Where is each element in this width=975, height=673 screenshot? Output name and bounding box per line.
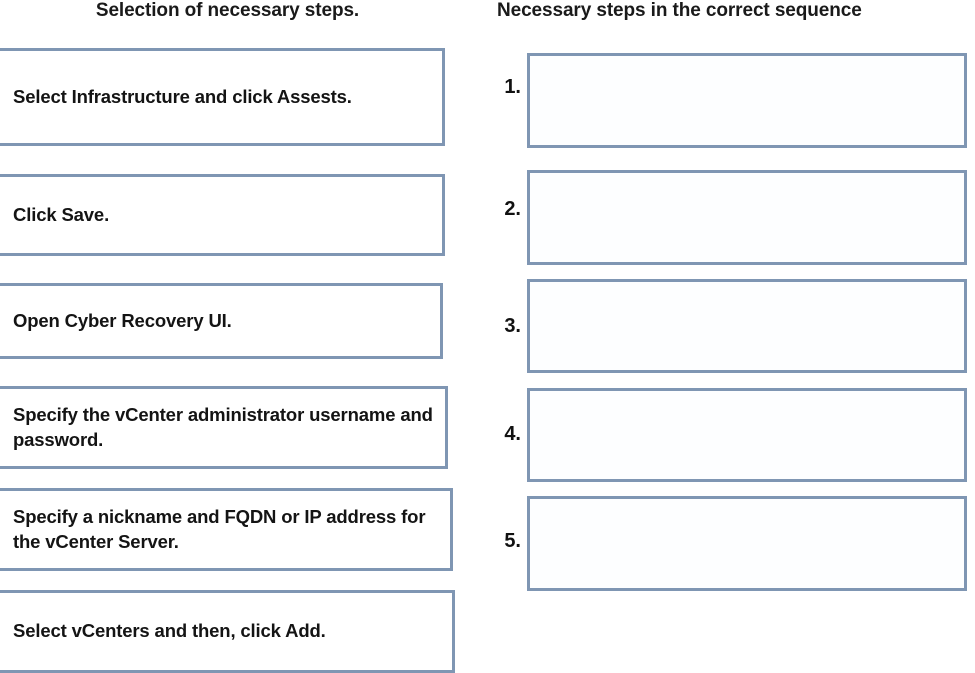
answer-slot-3[interactable]: [527, 279, 967, 373]
answer-slot-4[interactable]: [527, 388, 967, 482]
source-step-box[interactable]: Specify the vCenter administrator userna…: [0, 386, 448, 469]
slot-number-4: 4.: [504, 423, 521, 445]
answer-slot-2[interactable]: [527, 170, 967, 265]
source-step-box[interactable]: Open Cyber Recovery UI.: [0, 283, 443, 359]
right-column-header: Necessary steps in the correct sequence: [497, 0, 862, 21]
source-step-label: Specify a nickname and FQDN or IP addres…: [13, 506, 426, 552]
source-step-label: Specify the vCenter administrator userna…: [13, 404, 433, 450]
source-step-label: Click Save.: [13, 203, 110, 225]
slot-number-1: 1.: [504, 76, 521, 98]
answer-slot-5[interactable]: [527, 496, 967, 591]
source-step-box[interactable]: Select Infrastructure and click Assests.: [0, 48, 445, 146]
source-step-label: Select Infrastructure and click Assests.: [13, 85, 352, 107]
source-step-box[interactable]: Select vCenters and then, click Add.: [0, 590, 455, 673]
source-step-box[interactable]: Click Save.: [0, 174, 445, 256]
source-step-label: Select vCenters and then, click Add.: [13, 620, 326, 642]
answer-slot-1[interactable]: [527, 53, 967, 148]
slot-number-2: 2.: [504, 198, 521, 220]
left-column-header: Selection of necessary steps.: [95, 0, 360, 21]
slot-number-3: 3.: [504, 315, 521, 337]
source-step-label: Open Cyber Recovery UI.: [13, 309, 232, 331]
slot-number-5: 5.: [504, 530, 521, 552]
source-step-box[interactable]: Specify a nickname and FQDN or IP addres…: [0, 488, 453, 571]
